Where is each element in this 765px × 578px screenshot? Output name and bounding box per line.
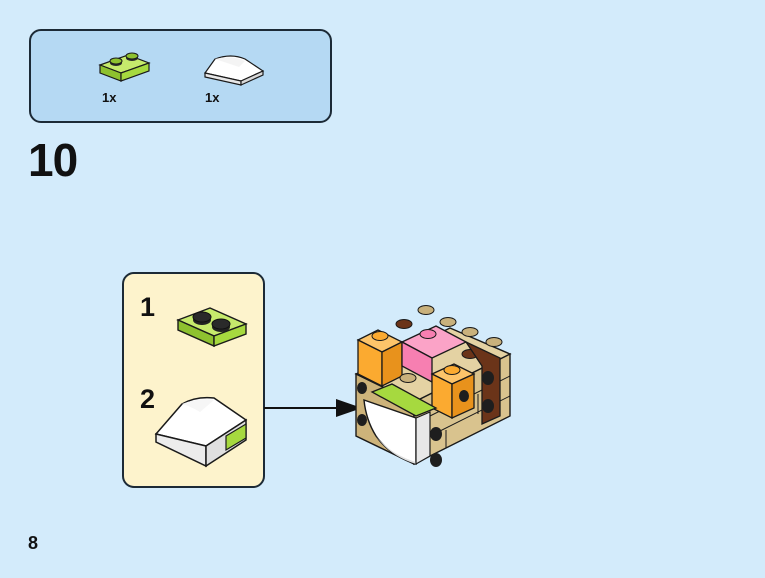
lime-plate-1x2-icon <box>176 302 250 348</box>
white-curved-slope-icon <box>201 51 267 87</box>
part-quantity: 1x <box>205 90 220 105</box>
step-number: 10 <box>28 134 78 186</box>
parts-list-box: 1x 1x <box>29 29 332 123</box>
arrow-icon <box>264 399 362 417</box>
sub-assembly-box: 1 2 <box>122 272 265 488</box>
sub-step-label: 2 <box>140 384 156 414</box>
part-quantity: 1x <box>102 90 117 105</box>
sub-step-label: 1 <box>140 292 156 322</box>
lime-plate-1x2-icon <box>97 51 153 85</box>
brick-model-icon <box>354 305 512 467</box>
white-curved-slope-assembled-icon <box>152 390 250 474</box>
page-number: 8 <box>28 533 39 553</box>
